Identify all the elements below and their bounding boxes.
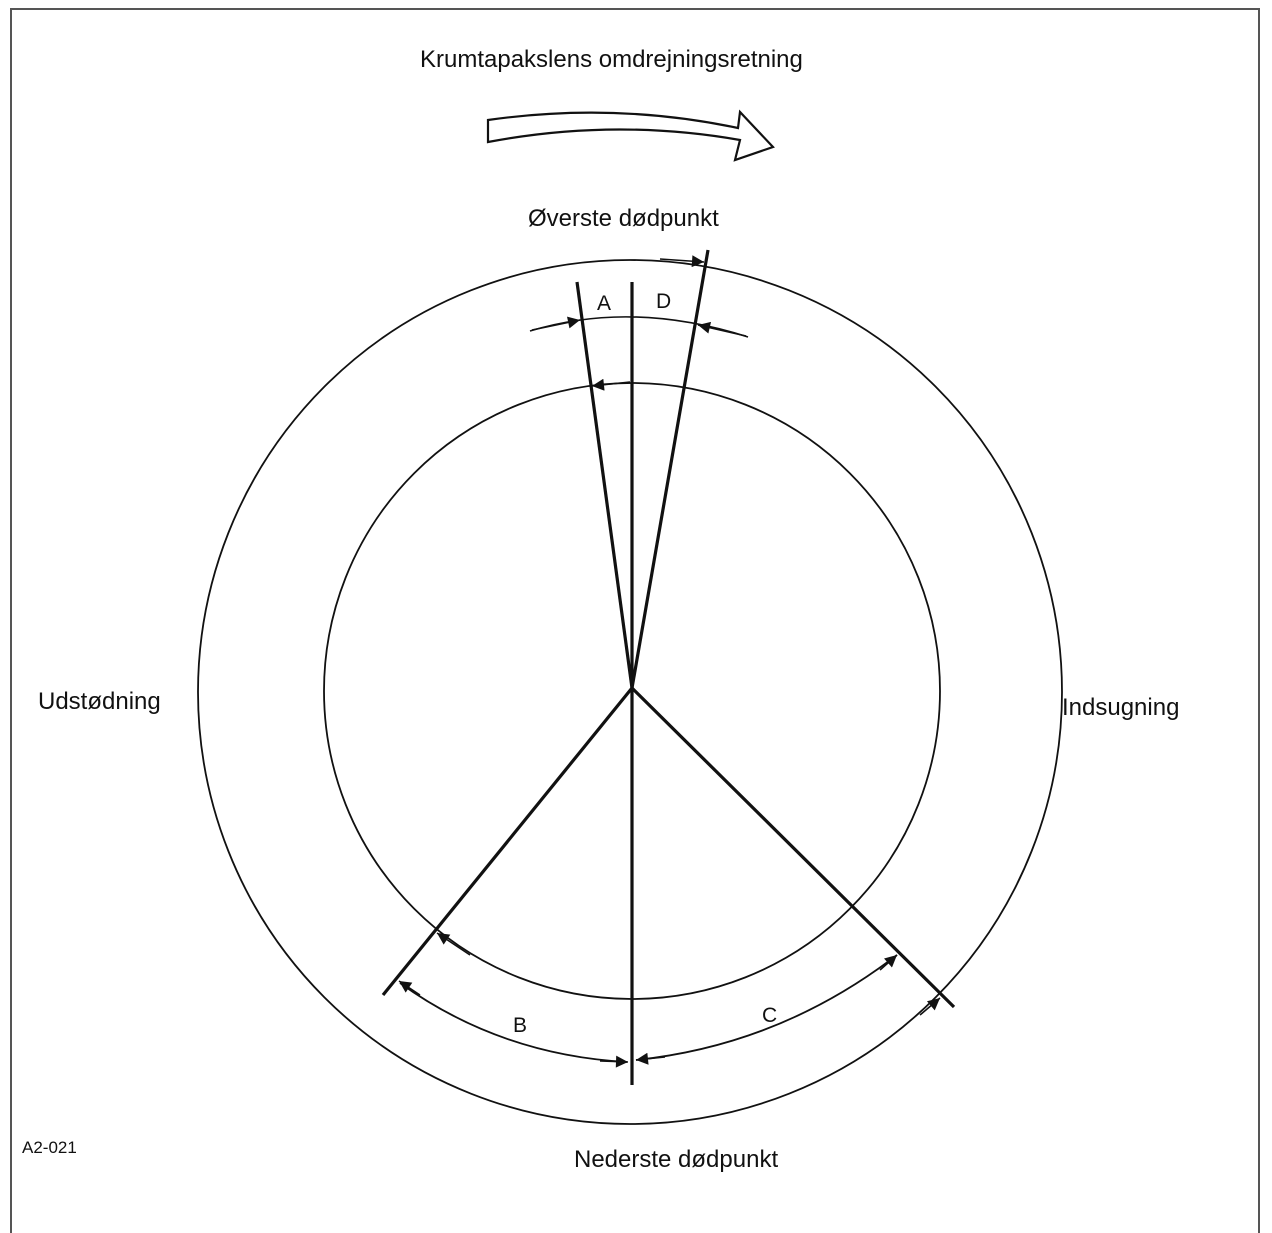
- exhaust-open-line: [630, 686, 956, 1009]
- angle-a-label: A: [597, 292, 612, 315]
- exhaust-label: Udstødning: [38, 688, 161, 715]
- angle-c-arrow-left: [635, 1052, 666, 1065]
- intake-label: Indsugning: [1062, 694, 1180, 721]
- intake-end-arrow: [436, 932, 471, 956]
- exhaust-close-line: [630, 249, 710, 689]
- top-angle-arc: [529, 316, 749, 338]
- angle-a-arrow: [531, 316, 581, 331]
- exhaust-end-arrow: [659, 255, 705, 268]
- rotation-direction-arrow: [486, 109, 775, 162]
- exhaust-circle: [197, 259, 1063, 1125]
- intake-open-line: [575, 281, 634, 689]
- angle-c-arrow-right: [879, 954, 898, 971]
- angle-b-arrow-left: [398, 980, 421, 996]
- angle-b-label: B: [513, 1014, 528, 1037]
- intake-start-arrow: [591, 378, 631, 391]
- figure-frame: [10, 8, 1260, 1233]
- angle-d-arrow: [697, 321, 747, 337]
- angle-b-arc: [399, 982, 628, 1063]
- figure-id: A2-021: [22, 1138, 77, 1157]
- bottom-dead-center-label: Nederste dødpunkt: [574, 1146, 779, 1173]
- angle-b-arrow-right: [599, 1055, 629, 1068]
- intake-close-line: [381, 686, 634, 997]
- angle-d-label: D: [656, 290, 672, 313]
- exhaust-start-arrow: [919, 997, 941, 1016]
- diagram-title: Krumtapakslens omdrejningsretning: [420, 46, 803, 73]
- top-dead-center-label: Øverste dødpunkt: [528, 205, 719, 232]
- angle-c-arc: [635, 954, 898, 1061]
- angle-c-label: C: [762, 1004, 778, 1027]
